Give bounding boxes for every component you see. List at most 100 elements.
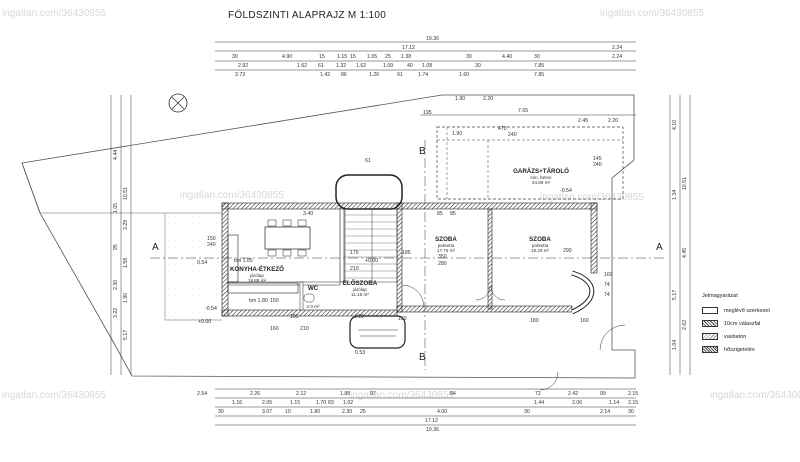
room-wc-area: 2.0 m²	[306, 304, 319, 309]
dimension-label: 4.45	[682, 248, 688, 258]
dimension-label: 160	[270, 326, 279, 332]
section-a-right-label: A	[656, 242, 663, 253]
dimension-label: 15	[319, 54, 325, 60]
dimension-label: 180	[530, 318, 539, 324]
dimension-label: +0.00	[198, 319, 211, 325]
watermark: ingatlan.com/36430855	[2, 8, 106, 19]
existing-structure-swatch	[702, 307, 718, 314]
dimension-label: 61	[365, 158, 371, 164]
section-b-top-label: B	[419, 146, 426, 157]
room-1-area: 17.76 m²	[437, 248, 456, 253]
dimension-label: 1.58	[123, 258, 129, 268]
terrace-texture	[165, 213, 222, 320]
dimension-label: 25	[360, 409, 366, 415]
dimension-label: 74	[604, 292, 610, 298]
room-2-floor: parketta	[532, 243, 549, 248]
dimension-label: 1.80	[310, 409, 320, 415]
legend-label: vasbeton	[724, 333, 747, 340]
dimension-label: 2.62	[682, 320, 688, 330]
dimension-label: 145	[593, 156, 602, 162]
dimension-label: 160	[604, 272, 613, 278]
legend-item: meglévő szerkezet	[702, 304, 798, 317]
dimension-label: 1.62	[356, 63, 366, 69]
dimension-label: 7.85	[534, 72, 544, 78]
garage-outline	[436, 126, 624, 200]
room-2-name: SZOBA	[529, 236, 551, 243]
stair-steps	[345, 214, 397, 279]
entrance-porch	[349, 315, 406, 349]
dimension-label: 30	[466, 54, 472, 60]
dimension-label: 470	[498, 126, 507, 132]
dimension-label: 290	[563, 248, 572, 254]
dimension-label: 3.73	[235, 72, 245, 78]
dimension-label: 10.51	[123, 187, 129, 200]
dimension-label: 210	[350, 266, 359, 272]
dimension-lines	[110, 41, 691, 426]
dimension-label: 4.44	[113, 150, 119, 160]
dimension-label: 1.90	[455, 96, 465, 102]
north-arrow-icon	[168, 93, 188, 113]
dimension-label: 3.07	[262, 409, 272, 415]
legend-item: 10cm válaszfal	[702, 317, 798, 330]
legend-label: hőszigetelés	[724, 346, 755, 353]
dimension-label: 2.15	[628, 391, 638, 397]
dimension-label: 185	[402, 250, 411, 256]
room-hall-name: ELŐSZOBA	[343, 280, 378, 287]
dimension-label: 2.42	[568, 391, 578, 397]
dimension-label: 4.40	[502, 54, 512, 60]
dimension-label: 3.40	[303, 211, 313, 217]
dimension-label: 2.20	[483, 96, 493, 102]
dimension-label: 185	[290, 314, 299, 320]
door-swings	[401, 284, 626, 391]
dimension-label: 1.90	[452, 131, 462, 137]
watermark-group: ingatlan.com/36430855 ingatlan.com/36430…	[2, 8, 800, 401]
dimension-label: 1.02	[343, 400, 353, 406]
dimension-label: 3.22	[113, 308, 119, 318]
dimension-label: +0.00	[365, 258, 378, 264]
dimension-label: 280	[438, 261, 447, 267]
dimension-label: 1.44	[534, 400, 544, 406]
section-a-left-label: A	[152, 242, 159, 253]
dimension-label: 4.90	[282, 54, 292, 60]
room-kitchen-floor: járólap	[249, 273, 264, 278]
dimension-label: 99	[600, 391, 606, 397]
dimension-label: 97	[370, 391, 376, 397]
dimension-label: 61	[318, 63, 324, 69]
dimension-label: 2.20	[608, 118, 618, 124]
dimension-label: 195	[423, 110, 432, 116]
room-2-area: 19.29 m²	[531, 248, 550, 253]
dimension-label: 1.05	[113, 203, 119, 213]
dimension-label: 7.85	[534, 63, 544, 69]
dimension-label: 2.26	[250, 391, 260, 397]
dimension-label: 1.90	[123, 293, 129, 303]
building-walls	[221, 202, 598, 317]
dimension-label: 5.17	[672, 290, 678, 300]
watermark: ingatlan.com/36430855	[350, 390, 454, 401]
dimension-label: 0.53	[355, 350, 365, 356]
dimension-total-bottom: 19.36	[426, 427, 439, 433]
dimension-label: 2.54	[197, 391, 207, 397]
dimension-label: 1.74	[418, 72, 428, 78]
dimension-label: 2.30	[113, 280, 119, 290]
dimension-label: 91	[397, 72, 403, 78]
dimension-label: 240	[207, 242, 216, 248]
dimension-label: 1.26	[369, 72, 379, 78]
toilet-icon	[303, 293, 315, 303]
room-garage-area: 34.69 m²	[532, 180, 551, 185]
dimension-label: 2.24	[612, 54, 622, 60]
site-boundary-edge	[21, 162, 41, 214]
dimension-label: 0.54	[197, 260, 207, 266]
watermark: ingatlan.com/36430855	[2, 390, 106, 401]
watermark: ingatlan.com/36430855	[540, 192, 644, 203]
dimension-label: 1.34	[672, 190, 678, 200]
dimension-label: 1.42	[320, 72, 330, 78]
room-wc-name: WC	[308, 285, 319, 292]
dimension-label: 10	[285, 409, 291, 415]
dimension-label: 2.12	[296, 391, 306, 397]
dimension-label: 30	[534, 54, 540, 60]
dimension-label: 1.15	[290, 400, 300, 406]
concrete-swatch	[702, 333, 718, 340]
dimension-label: 160	[580, 318, 589, 324]
dimension-label: 84	[450, 391, 456, 397]
dimension-label: 1.62	[297, 63, 307, 69]
